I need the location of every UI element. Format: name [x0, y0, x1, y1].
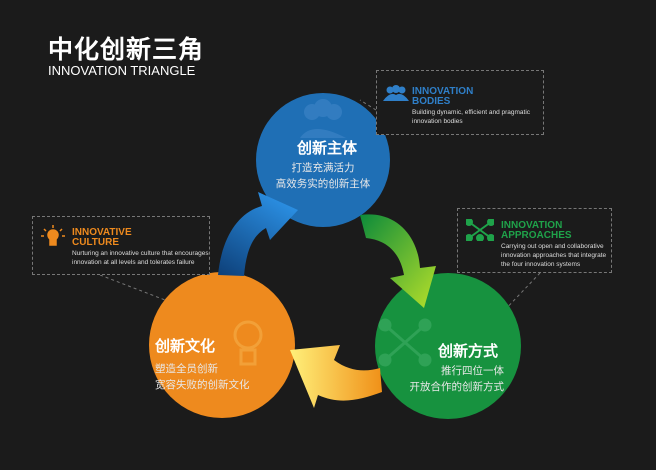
bodies-info-desc: Building dynamic, efficient and pragmati…: [412, 109, 531, 125]
bodies-info-title-1: INNOVATION: [412, 86, 474, 97]
circle-culture: [149, 272, 295, 418]
page-subtitle: INNOVATION TRIANGLE: [48, 63, 196, 78]
lightbulb-watermark-icon: [233, 320, 263, 366]
bodies-info-title-2: BODIES: [412, 96, 451, 107]
arrow-bodies-to-approaches: [360, 214, 436, 308]
bodies-title: 创新主体: [297, 139, 358, 157]
approaches-info-desc: Carrying out open and collaborative inno…: [501, 243, 607, 268]
approaches-line-2: 开放合作的创新方式: [409, 381, 505, 393]
approaches-line-1: 推行四位一体: [441, 365, 504, 377]
circle-bodies: [256, 93, 390, 227]
circle-approaches: [375, 273, 521, 419]
culture-title: 创新文化: [155, 337, 216, 355]
people-icon: [383, 85, 409, 101]
approaches-info-title-2: APPROACHES: [501, 230, 572, 241]
approaches-info-title-1: INNOVATION: [501, 220, 563, 231]
connector-culture: [99, 274, 166, 301]
culture-info-title-2: CULTURE: [72, 237, 120, 248]
arrow-culture-to-bodies: [218, 192, 298, 276]
approaches-title: 创新方式: [438, 342, 499, 360]
network-icon: [466, 219, 494, 241]
lightbulb-icon: [41, 225, 65, 246]
bodies-line-1: 打造充满活力: [291, 162, 355, 174]
culture-line-1: 塑造全员创新: [155, 363, 218, 375]
bodies-line-2: 高效务实的创新主体: [275, 178, 371, 190]
info-box-approaches: INNOVATION APPROACHES Carrying out open …: [457, 208, 612, 273]
people-watermark-icon: [300, 99, 346, 138]
culture-line-2: 宽容失败的创新文化: [155, 379, 250, 391]
culture-info-title-1: INNOVATIVE: [72, 227, 132, 238]
info-box-culture: INNOVATIVE CULTURE Nurturing an innovati…: [32, 216, 210, 275]
network-watermark-icon: [378, 318, 432, 367]
page-title: 中化创新三角: [48, 35, 205, 64]
culture-info-desc: Nurturing an innovative culture that enc…: [72, 250, 209, 266]
info-box-bodies: INNOVATION BODIES Building dynamic, effi…: [376, 70, 544, 135]
arrow-approaches-to-culture: [290, 345, 382, 408]
